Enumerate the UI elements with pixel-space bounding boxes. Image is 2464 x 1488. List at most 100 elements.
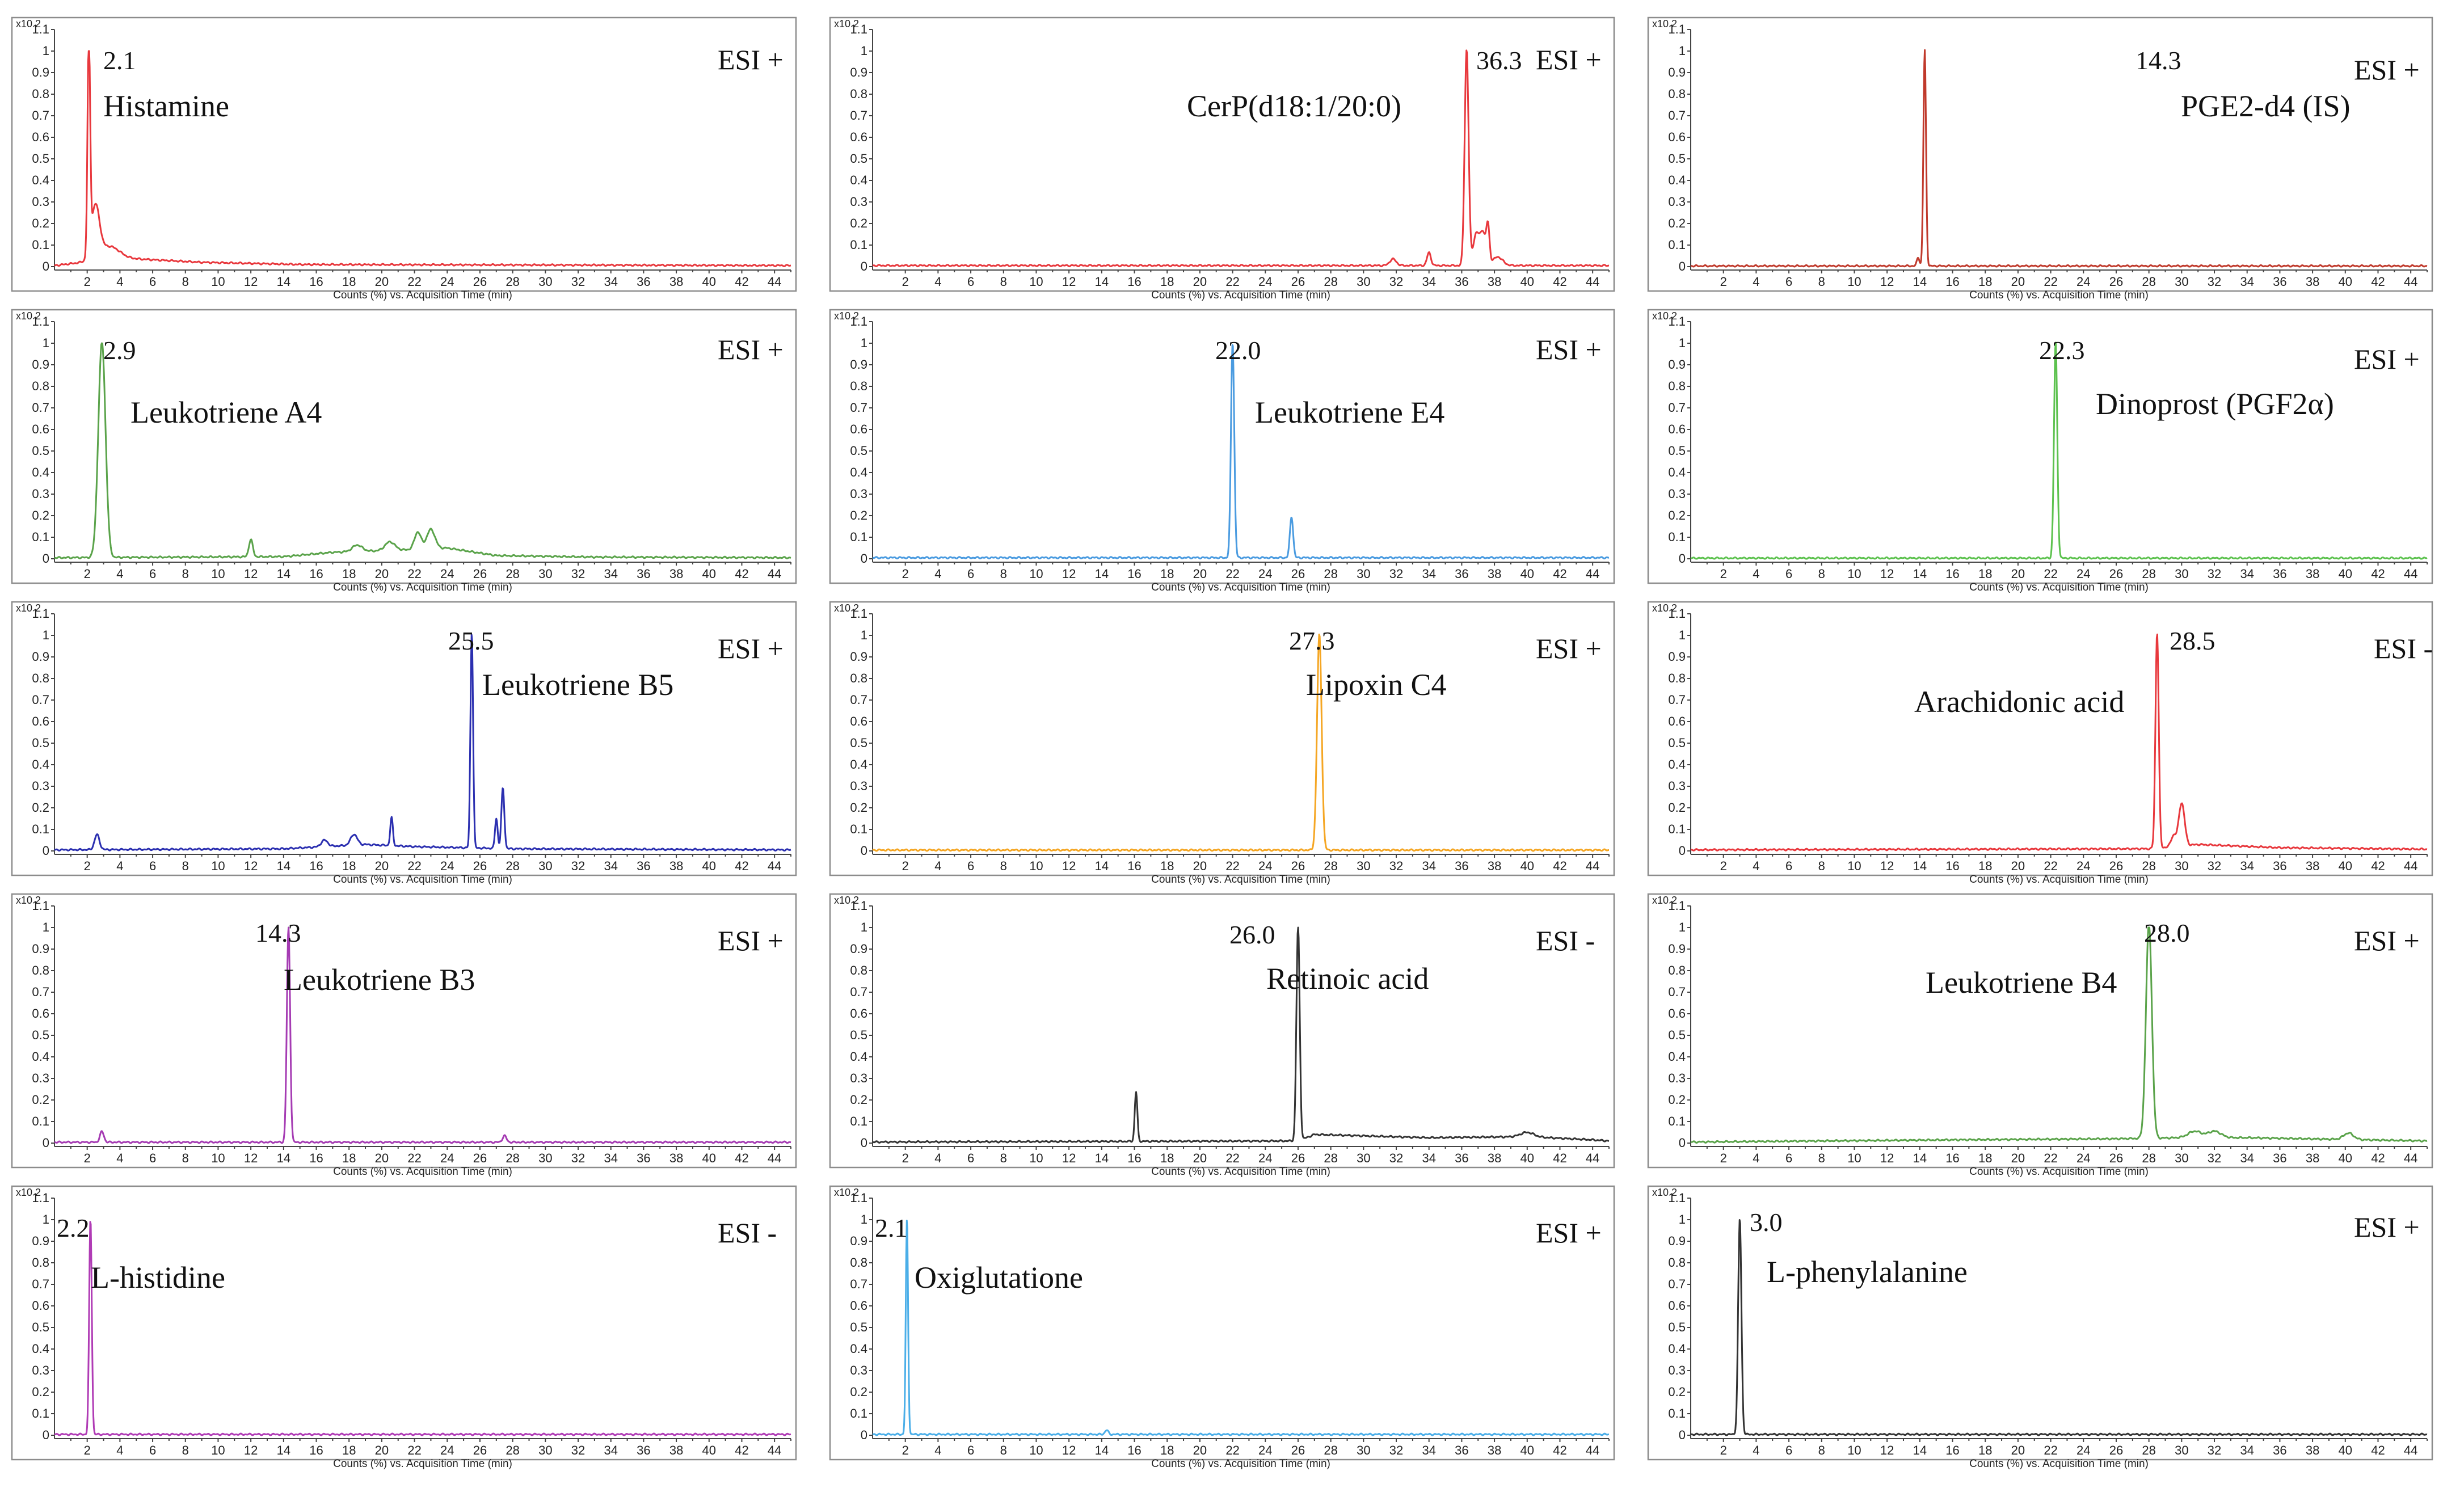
x-tick-label: 42 [1553, 275, 1566, 289]
x-tick-label: 44 [1586, 275, 1599, 289]
y-tick-label: 0.9 [1668, 650, 1686, 664]
x-tick-label: 24 [440, 275, 454, 289]
x-tick-label: 28 [506, 1151, 519, 1165]
x-tick-label: 26 [1291, 859, 1305, 873]
y-tick-label: 1.1 [850, 606, 867, 621]
peak-rt-label: 2.2 [57, 1213, 90, 1242]
x-tick-label: 30 [538, 567, 552, 581]
x-tick-label: 24 [2077, 275, 2090, 289]
x-tick-label: 28 [506, 567, 519, 581]
x-tick-label: 24 [440, 1151, 454, 1165]
x-tick-label: 26 [2109, 1443, 2123, 1457]
y-tick-label: 0.5 [850, 1320, 867, 1334]
x-tick-label: 42 [1553, 859, 1566, 873]
x-tick-label: 4 [116, 275, 123, 289]
x-tick-label: 42 [1553, 567, 1566, 581]
x-tick-label: 28 [506, 1443, 519, 1457]
y-tick-label: 1.1 [32, 606, 49, 621]
x-tick-label: 10 [1029, 1443, 1043, 1457]
x-tick-label: 16 [1127, 567, 1141, 581]
x-tick-label: 40 [2339, 275, 2352, 289]
y-tick-label: 0.3 [850, 779, 867, 793]
x-tick-label: 42 [735, 275, 748, 289]
x-tick-label: 32 [2208, 275, 2221, 289]
x-tick-label: 10 [1847, 567, 1861, 581]
y-tick-label: 0.4 [32, 1342, 49, 1356]
y-tick-label: 0.4 [1668, 1342, 1686, 1356]
y-tick-label: 0.9 [850, 650, 867, 664]
x-tick-label: 6 [967, 1151, 974, 1165]
x-tick-label: 28 [506, 859, 519, 873]
y-tick-label: 1.1 [32, 1191, 49, 1205]
x-axis-label: Counts (%) vs. Acquisition Time (min) [1151, 1458, 1330, 1470]
y-tick-label: 0.5 [850, 1028, 867, 1042]
y-tick-label: 0.5 [32, 736, 49, 750]
x-tick-label: 38 [1488, 567, 1501, 581]
x-tick-label: 34 [1422, 1151, 1435, 1165]
x-tick-label: 38 [2306, 859, 2319, 873]
x-tick-label: 22 [1225, 1443, 1239, 1457]
y-tick-label: 1 [1679, 336, 1686, 350]
y-tick-label: 1.1 [850, 899, 867, 913]
y-tick-label: 0.4 [850, 1049, 867, 1064]
x-tick-label: 38 [1488, 1151, 1501, 1165]
x-tick-label: 12 [244, 275, 258, 289]
x-tick-label: 4 [1753, 567, 1759, 581]
x-tick-label: 44 [768, 275, 781, 289]
y-tick-label: 0.6 [32, 1006, 49, 1021]
y-tick-label: 1 [1679, 920, 1686, 934]
x-tick-label: 16 [1945, 567, 1959, 581]
y-tick-label: 0.1 [32, 530, 49, 544]
x-tick-label: 12 [1880, 1443, 1894, 1457]
x-tick-label: 12 [244, 567, 258, 581]
x-tick-label: 42 [2371, 1151, 2385, 1165]
x-tick-label: 14 [1913, 859, 1927, 873]
x-tick-label: 30 [538, 859, 552, 873]
x-tick-label: 34 [2240, 275, 2254, 289]
x-tick-label: 36 [637, 567, 650, 581]
x-tick-label: 18 [1160, 1151, 1174, 1165]
y-tick-label: 0.3 [1668, 487, 1686, 501]
ionization-mode-label: ESI + [1536, 44, 1602, 75]
x-tick-label: 20 [1193, 859, 1207, 873]
x-tick-label: 14 [1913, 1151, 1927, 1165]
y-tick-label: 0.8 [1668, 87, 1686, 101]
x-tick-label: 16 [309, 275, 323, 289]
y-tick-label: 0.8 [1668, 379, 1686, 393]
x-tick-label: 8 [182, 275, 189, 289]
y-tick-label: 1.1 [32, 899, 49, 913]
x-tick-label: 44 [768, 567, 781, 581]
compound-label: PGE2-d4 (IS) [2181, 89, 2350, 123]
x-tick-label: 34 [2240, 859, 2254, 873]
y-tick-label: 0.6 [850, 130, 867, 144]
x-tick-label: 38 [669, 275, 683, 289]
x-tick-label: 6 [967, 1443, 974, 1457]
y-tick-label: 0.3 [1668, 779, 1686, 793]
x-tick-label: 6 [1785, 567, 1792, 581]
x-tick-label: 38 [2306, 1443, 2319, 1457]
y-tick-label: 0.3 [850, 487, 867, 501]
x-tick-label: 6 [1785, 275, 1792, 289]
x-tick-label: 18 [1160, 275, 1174, 289]
y-tick-label: 0.5 [850, 736, 867, 750]
x-tick-label: 10 [1029, 859, 1043, 873]
y-tick-label: 0.5 [850, 151, 867, 166]
y-tick-label: 0.9 [1668, 357, 1686, 372]
x-tick-label: 40 [702, 859, 716, 873]
x-tick-label: 16 [309, 1151, 323, 1165]
x-tick-label: 26 [1291, 567, 1305, 581]
x-tick-label: 24 [2077, 1151, 2090, 1165]
x-tick-label: 24 [440, 859, 454, 873]
y-tick-label: 0.7 [32, 693, 49, 707]
x-tick-label: 34 [604, 1443, 617, 1457]
x-tick-label: 32 [1389, 275, 1403, 289]
panel-frame [11, 1185, 797, 1461]
x-tick-label: 40 [1520, 567, 1534, 581]
y-tick-label: 1 [861, 628, 867, 642]
panel-frame [11, 309, 797, 584]
x-tick-label: 40 [702, 567, 716, 581]
compound-label: Dinoprost (PGF2α) [2096, 387, 2334, 421]
y-tick-label: 0.8 [1668, 963, 1686, 977]
